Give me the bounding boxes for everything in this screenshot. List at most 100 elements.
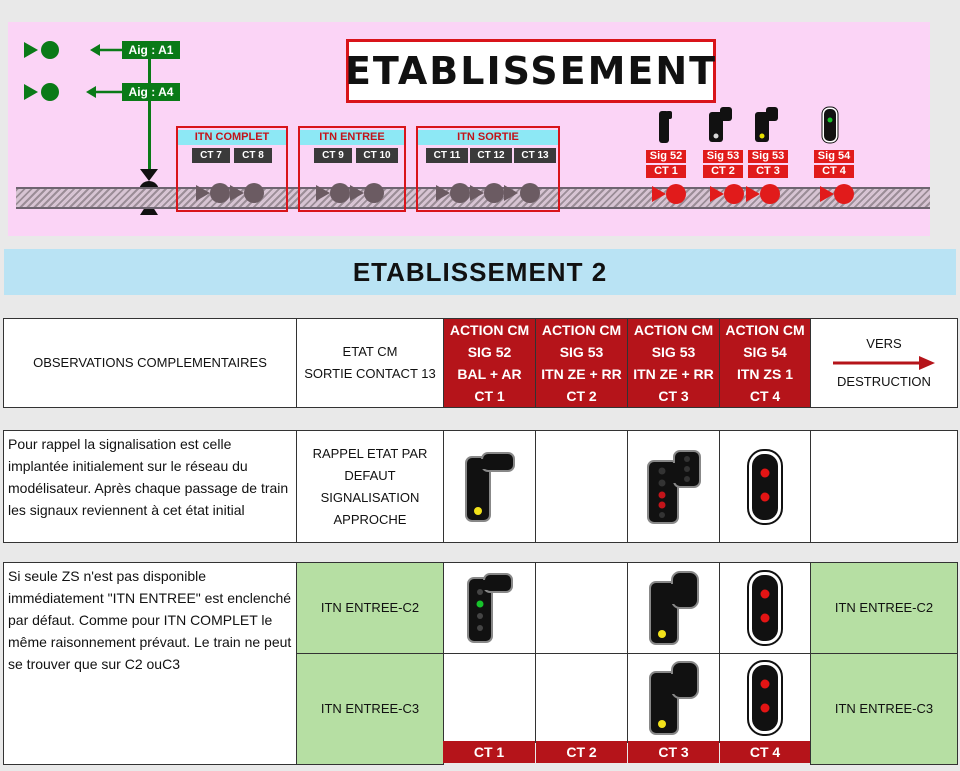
row1-sig53-ct3	[627, 430, 720, 543]
section-banner: ETABLISSEMENT 2	[4, 249, 956, 295]
row2a-sig52	[443, 562, 536, 654]
red-contact-icon	[746, 184, 780, 204]
signal-54-icon	[821, 106, 839, 144]
header-vers-line: VERS	[866, 336, 902, 351]
header-action-line: ACTION CM	[725, 322, 805, 338]
itn-entree-box: ITN ENTREE CT 9 CT 10	[298, 126, 406, 212]
signal-53-icon	[709, 107, 732, 142]
row2b-sig54	[719, 653, 811, 743]
header-action-line: ACTION CM	[449, 322, 530, 338]
row1-observations: Pour rappel la signalisation est celle i…	[3, 430, 297, 543]
footer-ct1: CT 1	[443, 741, 535, 763]
row2a-sig53-ct2	[535, 562, 628, 654]
row2a-vers: ITN ENTREE-C2	[810, 562, 958, 654]
ct-tag: CT 12	[470, 148, 512, 163]
diagram-title: ETABLISSEMENT	[345, 39, 716, 103]
red-contact-icon	[820, 184, 854, 204]
contact-icons	[196, 183, 264, 203]
signal-53-icon	[648, 571, 699, 645]
header-action-line: ACTION CM	[633, 322, 714, 338]
sig-tag: Sig 54	[814, 150, 854, 163]
header-action-line: ACTION CM	[541, 322, 622, 338]
sig-tag: Sig 52	[646, 150, 686, 163]
footer-ct2: CT 2	[536, 741, 627, 763]
footer-ct4: CT 4	[720, 741, 810, 763]
signal-53-icon	[648, 661, 699, 735]
itn-complet-box: ITN COMPLET CT 7 CT 8	[176, 126, 288, 212]
ct-tag: CT 1	[646, 165, 686, 178]
ct-tag: CT 3	[748, 165, 788, 178]
header-vers: VERS DESTRUCTION	[810, 318, 958, 408]
row1-sig53-ct2	[535, 430, 628, 543]
itn-entree-title: ITN ENTREE	[300, 130, 404, 145]
arrow-left-icon	[86, 86, 122, 98]
header-action-line: SIG 53	[651, 344, 696, 360]
header-action-line: CT 1	[474, 388, 505, 404]
header-action-ct4: ACTION CM SIG 54 ITN ZS 1 CT 4	[719, 318, 811, 408]
red-contact-icon	[652, 184, 686, 204]
itn-sortie-title: ITN SORTIE	[418, 130, 558, 145]
contact-icons	[436, 183, 540, 203]
contact-icons	[316, 183, 384, 203]
header-action-ct3: ACTION CM SIG 53 ITN ZE + RR CT 3	[627, 318, 720, 408]
row1-etat-line: DEFAUT	[344, 467, 396, 483]
header-action-line: ITN ZE + RR	[633, 366, 714, 382]
header-vers-line: DESTRUCTION	[837, 374, 931, 389]
row1-etat-line: APPROCHE	[333, 511, 407, 527]
row1-etat-line: SIGNALISATION	[320, 489, 420, 505]
header-action-line: SIG 54	[743, 344, 787, 360]
signal-54-icon	[747, 660, 783, 736]
signal-52-icon	[659, 111, 672, 143]
ct-tag: CT 4	[814, 165, 854, 178]
row2a-sig53-ct3	[627, 562, 720, 654]
row1-sig52	[443, 430, 536, 543]
header-action-line: CT 4	[749, 388, 781, 404]
header-etat-line: SORTIE CONTACT 13	[304, 366, 436, 381]
green-signal-icon	[24, 41, 59, 59]
header-action-line: ITN ZE + RR	[541, 366, 622, 382]
arrow-right-icon	[833, 356, 935, 370]
signal-54-icon	[747, 570, 783, 646]
itn-sortie-box: ITN SORTIE CT 11 CT 12 CT 13	[416, 126, 560, 212]
row2b-etat: ITN ENTREE-C3	[296, 653, 444, 765]
ct-tag: CT 11	[426, 148, 468, 163]
signal-52-icon	[466, 573, 513, 643]
itn-complet-title: ITN COMPLET	[178, 130, 286, 145]
header-action-line: SIG 53	[559, 344, 604, 360]
ct-tag: CT 7	[192, 148, 230, 163]
track-diagram: ETABLISSEMENT Aig : A1 Aig : A4 ITN COMP…	[8, 22, 930, 236]
header-etat: ETAT CM SORTIE CONTACT 13	[296, 318, 444, 408]
arrow-left-icon	[90, 44, 126, 56]
row2a-sig54	[719, 562, 811, 654]
sig-tag: Sig 53	[748, 150, 788, 163]
header-action-line: BAL + AR	[457, 366, 522, 382]
row1-sig54	[719, 430, 811, 543]
red-contact-icon	[710, 184, 744, 204]
ct-tag: CT 10	[356, 148, 398, 163]
header-etat-line: ETAT CM	[342, 344, 398, 359]
sig-tag: Sig 53	[703, 150, 743, 163]
signal-54-icon	[747, 448, 783, 525]
header-action-line: ITN ZS 1	[736, 366, 793, 382]
signal-mast	[148, 52, 151, 170]
green-signal-icon	[24, 83, 59, 101]
signal-52-icon	[464, 451, 515, 522]
header-action-ct1: ACTION CM SIG 52 BAL + AR CT 1	[443, 318, 536, 408]
header-action-ct2: ACTION CM SIG 53 ITN ZE + RR CT 2	[535, 318, 628, 408]
row2-observations: Si seule ZS n'est pas disponible immédia…	[3, 562, 297, 765]
row2b-sig53-ct2	[535, 653, 628, 743]
row2b-vers: ITN ENTREE-C3	[810, 653, 958, 765]
signal-53-icon	[755, 107, 778, 142]
signal-53-icon	[646, 449, 701, 524]
ct-tag: CT 9	[314, 148, 352, 163]
header-action-line: CT 2	[566, 388, 597, 404]
aig-label-a1: Aig : A1	[122, 41, 180, 59]
aig-label-a4: Aig : A4	[122, 83, 180, 101]
row1-vers	[810, 430, 958, 543]
header-observations: OBSERVATIONS COMPLEMENTAIRES	[3, 318, 297, 408]
row2a-etat: ITN ENTREE-C2	[296, 562, 444, 654]
footer-ct3: CT 3	[628, 741, 719, 763]
row2b-sig52	[443, 653, 536, 743]
row2b-sig53-ct3	[627, 653, 720, 743]
ct-tag: CT 8	[234, 148, 272, 163]
